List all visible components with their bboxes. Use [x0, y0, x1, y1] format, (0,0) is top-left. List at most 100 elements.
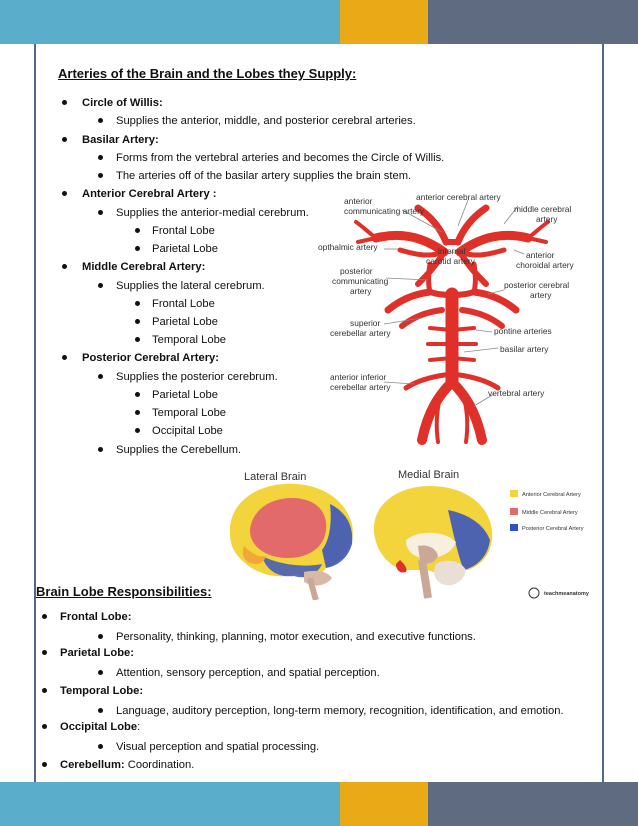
- medial-brain-drawing: [373, 486, 493, 599]
- label-aca: anterior cerebral artery: [416, 192, 502, 202]
- pca-title: Posterior Cerebral Artery:: [82, 352, 219, 364]
- diagram-labels: anterior communicating artery anterior c…: [318, 192, 575, 398]
- occipital-desc: Visual perception and spatial processing…: [116, 741, 320, 753]
- cerebellum-title: Cerebellum:: [60, 759, 125, 771]
- occipital-title: Occipital Lobe: [60, 721, 138, 733]
- medial-brain-title: Medial Brain: [398, 469, 459, 481]
- mca-title: Middle Cerebral Artery:: [82, 261, 206, 273]
- label-achor-1: anterior: [526, 250, 555, 260]
- bullet: [42, 614, 47, 619]
- circle-of-willis-diagram: anterior communicating artery anterior c…: [318, 192, 575, 445]
- bullet: [135, 428, 140, 433]
- label-pcom-3: artery: [350, 286, 372, 296]
- bullet: [98, 283, 103, 288]
- label-acom-2: communicating artery: [344, 206, 425, 216]
- lateral-brain-drawing: [229, 483, 353, 600]
- label-mca-2: artery: [536, 214, 558, 224]
- label-ica-1: internal: [438, 246, 466, 256]
- circle-of-willis-title: Circle of Willis:: [82, 97, 163, 109]
- bullet: [98, 744, 103, 749]
- bullet: [62, 191, 67, 196]
- label-sca-2: cerebellar artery: [330, 328, 391, 338]
- legend-pca: Posterior Cerebral Artery: [522, 526, 584, 532]
- bar-teal: [0, 782, 340, 826]
- bullet: [135, 301, 140, 306]
- label-aica-1: anterior inferior: [330, 372, 387, 382]
- label-pca-1: posterior cerebral: [504, 280, 569, 290]
- artery-drawing: [354, 204, 550, 445]
- basilar-desc-1: Forms from the vertebral arteries and be…: [116, 152, 445, 164]
- bar-slate: [428, 782, 638, 826]
- bullet: [62, 264, 67, 269]
- label-vertebral: vertebral artery: [488, 388, 545, 398]
- bullet: [42, 650, 47, 655]
- legend-swatch-mca: [510, 508, 518, 515]
- frontal-title: Frontal Lobe:: [60, 611, 132, 623]
- occipital-colon: :: [137, 721, 141, 733]
- label-pontine: pontine arteries: [494, 326, 552, 336]
- label-sca-1: superior: [350, 318, 380, 328]
- arteries-heading: Arteries of the Brain and the Lobes they…: [58, 66, 357, 81]
- aca-desc: Supplies the anterior-medial cerebrum.: [116, 207, 309, 219]
- frontal-desc: Personality, thinking, planning, motor e…: [116, 631, 476, 643]
- parietal-desc: Attention, sensory perception, and spati…: [116, 667, 380, 679]
- bullet: [135, 392, 140, 397]
- bullet: [135, 410, 140, 415]
- leader-lines: [383, 199, 525, 407]
- pca-lobe-2: Temporal Lobe: [152, 407, 227, 419]
- bottom-color-bar: [0, 782, 638, 826]
- bullet: [98, 118, 103, 123]
- bullet: [62, 355, 67, 360]
- bar-teal: [0, 0, 340, 44]
- bullet: [98, 210, 103, 215]
- bullet: [98, 670, 103, 675]
- bullet: [62, 137, 67, 142]
- bullet: [135, 246, 140, 251]
- bullet: [98, 155, 103, 160]
- bullet: [98, 374, 103, 379]
- mca-lobe-1: Frontal Lobe: [152, 298, 215, 310]
- label-mca-1: middle cerebral: [514, 204, 571, 214]
- temporal-title: Temporal Lobe:: [60, 685, 144, 697]
- label-ophthalmic: opthalmic artery: [318, 242, 378, 252]
- bullet: [42, 762, 47, 767]
- label-pcom-2: communicating: [332, 276, 389, 286]
- bar-gold: [340, 782, 428, 826]
- legend-mca: Middle Cerebral Artery: [522, 510, 578, 516]
- pca-cerebellum: Supplies the Cerebellum.: [116, 444, 241, 456]
- lateral-brain-title: Lateral Brain: [244, 471, 306, 483]
- bullet: [135, 319, 140, 324]
- brain-territory-figure: Lateral Brain Medial Brain Anterior Cere…: [229, 469, 590, 600]
- mca-lobe-2: Parietal Lobe: [152, 316, 218, 328]
- bullet: [135, 337, 140, 342]
- mca-lobe-3: Temporal Lobe: [152, 334, 227, 346]
- legend-aca: Anterior Cerebral Artery: [522, 492, 581, 498]
- label-basilar: basilar artery: [500, 344, 549, 354]
- lobes-heading: Brain Lobe Responsibilities:: [36, 584, 212, 599]
- legend-swatch-pca: [510, 524, 518, 531]
- copyright-icon: [528, 587, 540, 599]
- bullet: [98, 447, 103, 452]
- pca-lobe-1: Parietal Lobe: [152, 389, 218, 401]
- temporal-desc: Language, auditory perception, long-term…: [116, 705, 564, 717]
- bullet: [98, 708, 103, 713]
- label-achor-2: choroidal artery: [516, 260, 575, 270]
- bullet: [62, 100, 67, 105]
- bullet: [98, 173, 103, 178]
- legend-swatch-aca: [510, 490, 518, 497]
- label-aica-2: cerebellar artery: [330, 382, 391, 392]
- occipital-line: Occipital Lobe:: [60, 720, 140, 734]
- bar-gold: [340, 0, 428, 44]
- aca-lobe-2: Parietal Lobe: [152, 243, 218, 255]
- top-color-bar: [0, 0, 638, 44]
- label-ica-2: carotid artery: [426, 256, 476, 266]
- brand-name: teachmeanatomy: [544, 591, 590, 597]
- circle-of-willis-desc: Supplies the anterior, middle, and poste…: [116, 115, 416, 127]
- legend: Anterior Cerebral Artery Middle Cerebral…: [510, 490, 584, 532]
- mca-desc: Supplies the lateral cerebrum.: [116, 280, 265, 292]
- pca-lobe-3: Occipital Lobe: [152, 425, 223, 437]
- bullet: [42, 724, 47, 729]
- bullet: [98, 634, 103, 639]
- label-pcom-1: posterior: [340, 266, 373, 276]
